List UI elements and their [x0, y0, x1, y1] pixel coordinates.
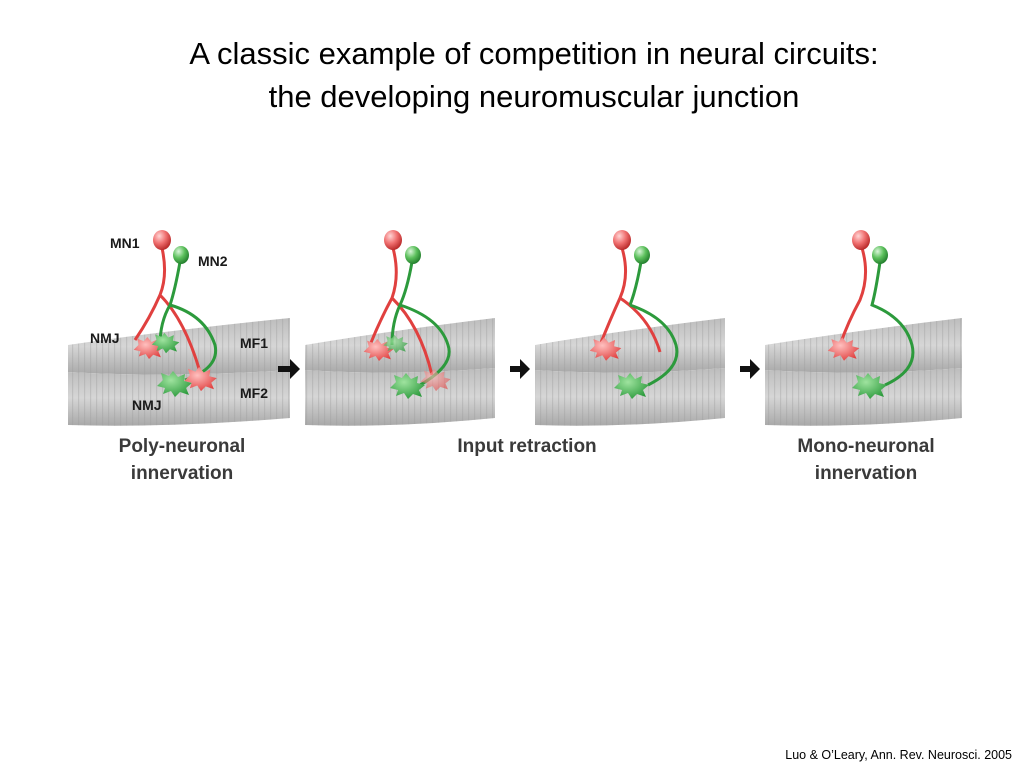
mn1-cell-body	[384, 230, 402, 250]
slide-title: A classic example of competition in neur…	[0, 32, 1024, 118]
label-mn2: MN2	[198, 253, 228, 269]
mn1-cell-body	[852, 230, 870, 250]
title-line-2: the developing neuromuscular junction	[268, 79, 800, 114]
mn1-cell-body	[613, 230, 631, 250]
muscle-fiber-mf2	[68, 370, 290, 426]
arrow-3	[740, 359, 760, 379]
title-line-1: A classic example of competition in neur…	[189, 36, 879, 71]
mn2-cell-body	[405, 246, 421, 264]
muscle-fiber-mf1	[68, 318, 290, 375]
label-mf1: MF1	[240, 335, 268, 351]
stage-3-panel	[765, 230, 962, 426]
mn2-axon	[870, 261, 915, 387]
caption-stage3-line1: Mono-neuronal	[797, 436, 934, 457]
mn1-axon	[133, 247, 202, 373]
mn2-axon	[628, 261, 679, 387]
arrow-1	[278, 359, 300, 379]
arrow-2	[510, 359, 530, 379]
mn2-cell-body	[173, 246, 189, 264]
stage-2a-panel	[305, 230, 495, 426]
mn2-cell-body	[634, 246, 650, 264]
mn2-cell-body	[872, 246, 888, 264]
stage-1-panel: MN1 MN2 NMJ MF1 NMJ MF2	[68, 230, 290, 426]
mn1-axon	[838, 247, 867, 346]
citation: Luo & O’Leary, Ann. Rev. Neurosci. 2005	[785, 748, 1012, 762]
label-mn1: MN1	[110, 235, 140, 251]
mn2-axon	[390, 261, 451, 387]
label-mf2: MF2	[240, 385, 268, 401]
mn1-axon	[598, 247, 662, 353]
caption-stage1-line1: Poly-neuronal	[119, 436, 246, 457]
stage-2b-panel	[535, 230, 725, 426]
label-nmj-bottom: NMJ	[132, 397, 162, 413]
caption-stage1-line2: innervation	[131, 463, 233, 484]
mn1-axon	[368, 247, 434, 376]
mn1-cell-body	[153, 230, 171, 250]
caption-stage2: Input retraction	[457, 436, 596, 457]
caption-stage3-line2: innervation	[815, 463, 917, 484]
label-nmj-top: NMJ	[90, 330, 120, 346]
